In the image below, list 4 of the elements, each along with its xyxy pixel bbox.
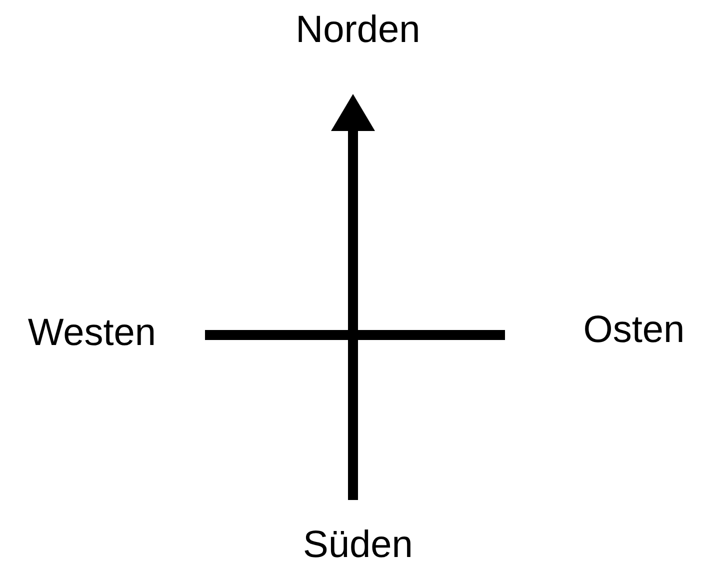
direction-label: Westen <box>28 314 156 352</box>
direction-label: Norden <box>296 11 420 49</box>
direction-label: Süden <box>303 526 413 564</box>
direction-label: Osten <box>583 311 685 349</box>
